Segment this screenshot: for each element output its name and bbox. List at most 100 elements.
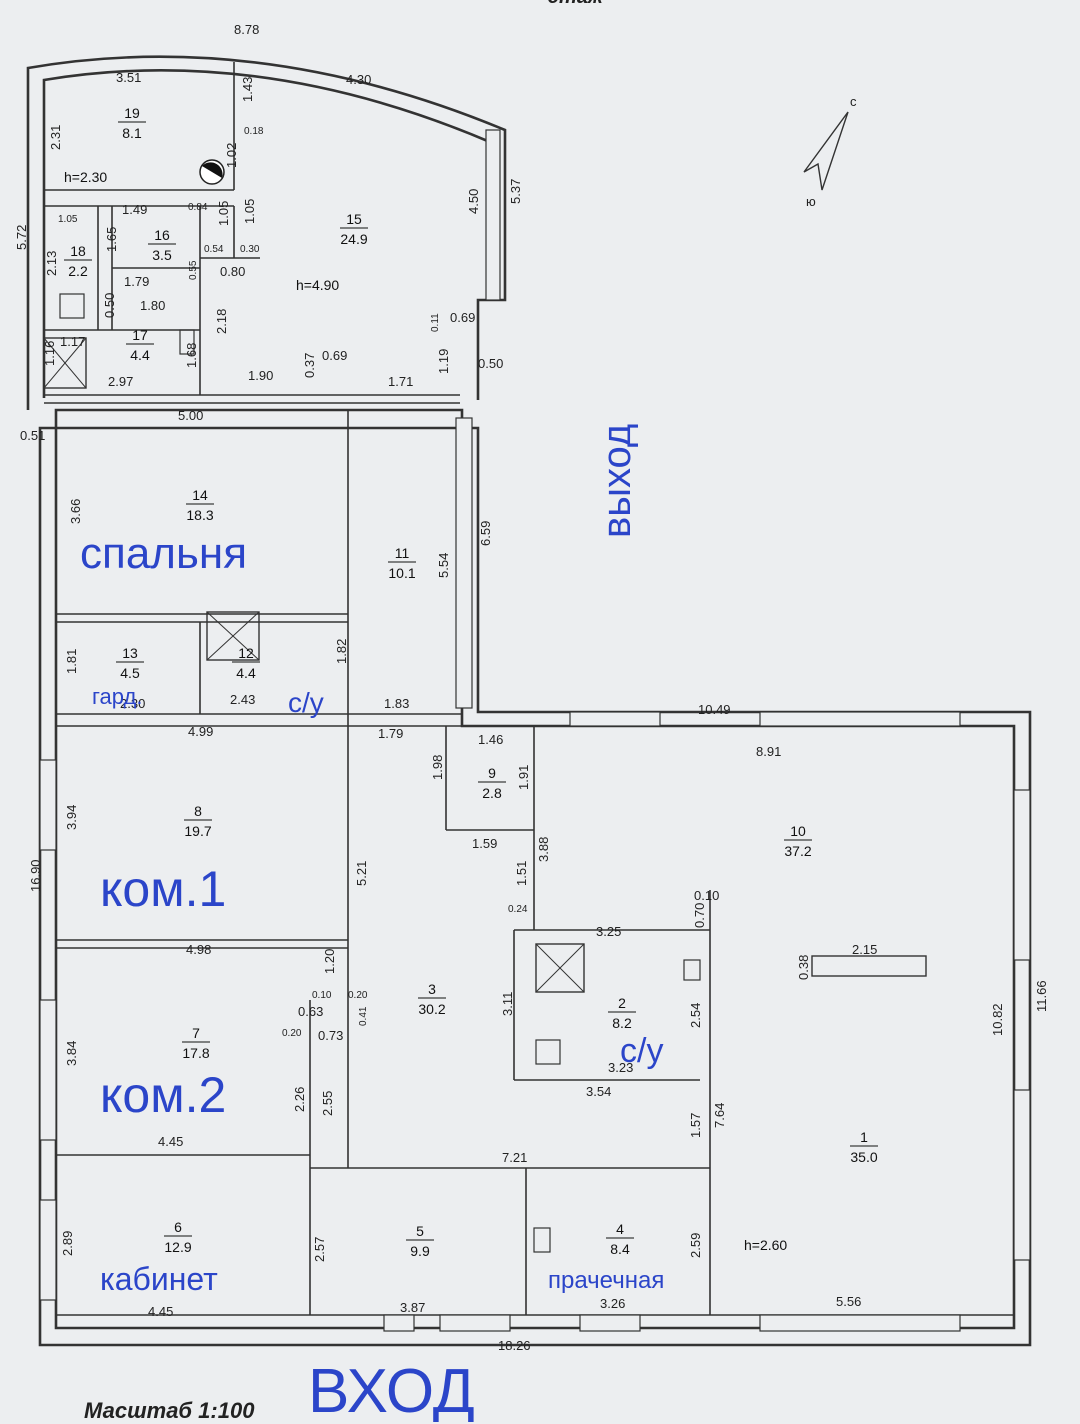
room-labels: 198.1182.2163.5174.41524.91418.3134.5124… — [64, 105, 878, 1259]
dimension-label: 0.37 — [302, 353, 317, 378]
svg-text:с: с — [850, 94, 857, 109]
ceiling-height-label: h=4.90 — [296, 277, 339, 293]
dimension-label: 2.43 — [230, 692, 255, 707]
boiler-icon — [199, 159, 225, 185]
height-labels: h=2.30h=4.90h=2.60 — [64, 169, 787, 1253]
room-label-19: 198.1 — [118, 105, 146, 141]
room-area: 2.8 — [482, 785, 502, 801]
room-number: 1 — [860, 1129, 868, 1145]
dimension-label: 3.11 — [500, 992, 515, 1016]
dimension-label: 3.88 — [536, 837, 551, 862]
dimension-label: 16.90 — [28, 859, 43, 892]
room-number: 6 — [174, 1219, 182, 1235]
dimension-label: 6.59 — [478, 521, 493, 546]
dimension-label: 2.26 — [292, 1087, 307, 1112]
dimension-label: 5.54 — [436, 553, 451, 578]
dimension-label: 1.98 — [430, 755, 445, 780]
dimension-label: 0.55 — [188, 260, 199, 280]
label-exit: выход — [595, 424, 639, 538]
dimension-label: 1.49 — [122, 202, 147, 217]
dimension-label: 3.23 — [608, 1060, 633, 1075]
shower-icon-2 — [535, 943, 585, 993]
dimension-label: 1.20 — [322, 949, 337, 974]
room-number: 9 — [488, 765, 496, 781]
toilet-icon-2 — [683, 959, 701, 981]
dimension-label: 3.87 — [400, 1300, 425, 1315]
dimension-label: 2.57 — [312, 1237, 327, 1262]
room-number: 18 — [70, 243, 86, 259]
dimension-label: 0.20 — [282, 1028, 302, 1039]
dimension-label: 1.57 — [688, 1113, 703, 1138]
svg-text:ю: ю — [806, 194, 816, 209]
dimension-label: 1.80 — [140, 298, 165, 313]
outer-walls — [26, 55, 1032, 1347]
dimension-label: 4.98 — [186, 942, 211, 957]
dimension-label: 7.21 — [502, 1150, 527, 1165]
dimension-label: 0.50 — [478, 356, 503, 371]
dimension-label: 2.30 — [120, 696, 145, 711]
dimension-label: 0.18 — [244, 126, 264, 137]
room-number: 5 — [416, 1223, 424, 1239]
room-number: 10 — [790, 823, 806, 839]
dimension-label: 1.16 — [42, 341, 57, 366]
dimension-label: 1.65 — [104, 227, 119, 252]
label-wardrobe: гард. — [92, 684, 142, 709]
room-number: 3 — [428, 981, 436, 997]
dimension-label: 0.70 — [692, 903, 707, 928]
dimension-label: 3.54 — [586, 1084, 611, 1099]
room-label-16: 163.5 — [148, 227, 176, 263]
dimension-label: 1.91 — [516, 765, 531, 790]
dimension-label: 3.66 — [68, 499, 83, 524]
dimension-label: 2.13 — [44, 251, 59, 276]
dimension-label: 2.18 — [214, 309, 229, 334]
dimension-label: 0.10 — [694, 888, 719, 903]
room-area: 12.9 — [164, 1239, 191, 1255]
dimension-label: 0.73 — [318, 1028, 343, 1043]
room-area: 37.2 — [784, 843, 811, 859]
room-number: 14 — [192, 487, 208, 503]
label-bedroom: спальня — [80, 529, 247, 578]
dimension-label: 1.05 — [242, 199, 257, 224]
room-area: 35.0 — [850, 1149, 877, 1165]
dimension-label: 3.51 — [116, 70, 141, 85]
dimension-label: 1.81 — [64, 649, 79, 674]
dimension-label: 5.21 — [354, 861, 369, 886]
shower-icon-17 — [43, 337, 87, 389]
dimension-label: 2.59 — [688, 1233, 703, 1258]
room-number: 11 — [395, 545, 410, 561]
room-number: 7 — [192, 1025, 200, 1041]
dimension-label: 0.30 — [240, 244, 260, 255]
dimension-label: 1.05 — [58, 214, 78, 225]
room-area: 19.7 — [184, 823, 211, 839]
dimension-label: 4.50 — [466, 189, 481, 214]
floor-caption: этаж — [548, 0, 603, 9]
room-area: 8.1 — [122, 125, 142, 141]
room-area: 2.2 — [68, 263, 88, 279]
dimension-label: 0.24 — [508, 904, 528, 915]
room-number: 15 — [346, 211, 362, 227]
label-laundry: прачечная — [548, 1267, 664, 1294]
dimension-label: 3.84 — [64, 1041, 79, 1066]
dimension-label: 4.45 — [158, 1134, 183, 1149]
dimension-label: 5.37 — [508, 179, 523, 204]
dimension-label: 1.17 — [60, 334, 85, 349]
dimension-label: 2.55 — [320, 1091, 335, 1116]
dimension-label: 1.46 — [478, 732, 503, 747]
dimension-label: 3.26 — [600, 1296, 625, 1311]
room-number: 13 — [122, 645, 138, 661]
room-label-2: 28.2 — [608, 995, 636, 1031]
dimension-label: 4.30 — [346, 72, 371, 87]
dimension-label: 4.45 — [148, 1304, 173, 1319]
room-area: 4.5 — [120, 665, 140, 681]
dimension-label: 2.54 — [688, 1003, 703, 1028]
dimension-label: 8.91 — [756, 744, 781, 759]
label-wc2: с/у — [620, 1032, 663, 1070]
room-area: 3.5 — [152, 247, 172, 263]
dimension-label: 0.51 — [20, 428, 45, 443]
interior-walls — [44, 62, 1014, 1316]
